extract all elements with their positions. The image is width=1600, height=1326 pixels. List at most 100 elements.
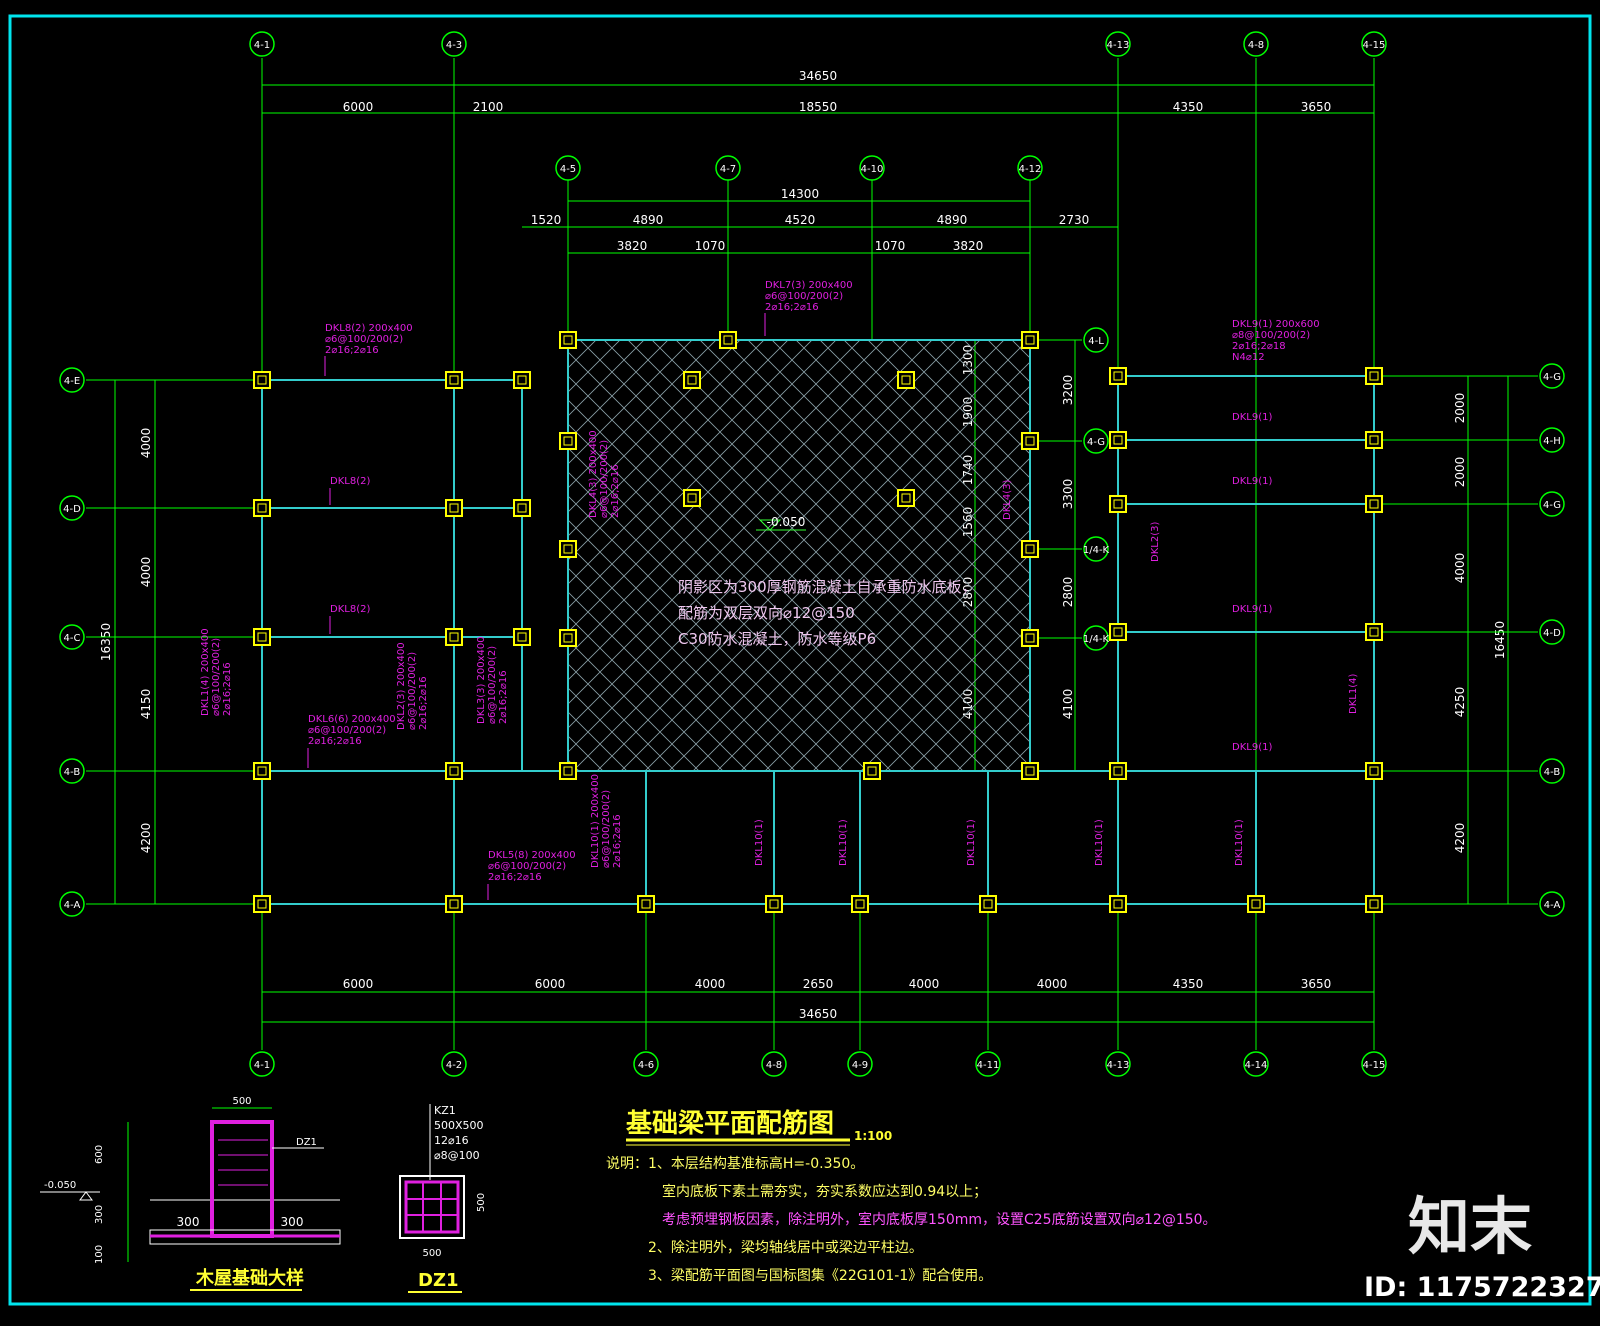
left-dim-1: 4000 — [139, 428, 153, 459]
column-core-32 — [983, 899, 993, 909]
right-axis-0-label: 4-G — [1543, 372, 1561, 383]
columns-group — [253, 331, 1383, 913]
bottom-dim-8: 3650 — [1301, 977, 1332, 991]
mid-axis-1-label: 4-G — [1087, 437, 1105, 448]
inner-axis-2-label: 4-10 — [861, 164, 884, 175]
column-34 — [1365, 367, 1383, 385]
dkl9-d: DKL9(1) — [1232, 742, 1272, 753]
detail-dim-300-right: 300 — [281, 1215, 304, 1229]
column-core-30 — [769, 899, 779, 909]
column-21 — [897, 489, 915, 507]
column-26 — [559, 762, 577, 780]
column-core-11 — [257, 899, 267, 909]
dkl4-l1: DKL4(3) 200x400 — [588, 430, 599, 518]
column-core-25 — [1025, 633, 1035, 643]
top-total-dim: 34650 — [799, 69, 837, 83]
column-core-2 — [517, 375, 527, 385]
top-axis-4-bubble — [1361, 31, 1387, 57]
dkl5-l2: ⌀6@100/200(2) — [488, 861, 566, 872]
column-1 — [445, 371, 463, 389]
column-core-45 — [1369, 899, 1379, 909]
dz1-title: DZ1 — [418, 1270, 459, 1291]
column-37 — [1109, 495, 1127, 513]
top-axis-0-label: 4-1 — [254, 40, 270, 51]
column-core-9 — [257, 766, 267, 776]
column-core-18 — [563, 436, 573, 446]
dkl8-top-l2: ⌀6@100/200(2) — [325, 334, 403, 345]
dkl6-l3: 2⌀16;2⌀16 — [308, 736, 362, 747]
left-total-dim: 16350 — [99, 623, 113, 661]
column-core-40 — [1369, 627, 1379, 637]
dkl10-d: DKL10(1) — [966, 819, 977, 866]
slab-note: 阴影区为300厚钢筋混凝土自承重防水底板， 配筋为双层双向⌀12@150 C30… — [678, 578, 977, 648]
dz1-dim-v: 500 — [476, 1193, 487, 1212]
column-8 — [513, 628, 531, 646]
left-axis-3-bubble — [59, 758, 85, 784]
column-core-26 — [563, 766, 573, 776]
left-axis-2-label: 4-C — [64, 633, 81, 644]
mid-axis-3-label: 1/4-K — [1083, 634, 1110, 645]
dkl8-top-l3: 2⌀16;2⌀16 — [325, 345, 379, 356]
right-axis-1-bubble — [1539, 427, 1565, 453]
bottom-axis-6-label: 4-13 — [1107, 1060, 1130, 1071]
column-44 — [1247, 895, 1265, 913]
bottom-axis-7-bubble — [1243, 1051, 1269, 1077]
note-2: 2、除注明外，梁均轴线居中或梁边平柱边。 — [648, 1240, 923, 1256]
dkl7-l3: 2⌀16;2⌀16 — [765, 302, 819, 313]
dkl4-l3: 2⌀16;2⌀16 — [610, 464, 621, 518]
dkl1-l1: DKL1(4) 200x400 — [200, 628, 211, 716]
top-axis-4-label: 4-15 — [1363, 40, 1386, 51]
dkl10-c: DKL10(1) — [838, 819, 849, 866]
bottom-dim-6: 4000 — [1037, 977, 1068, 991]
dkl8-top-l1: DKL8(2) 200x400 — [325, 323, 413, 334]
column-core-22 — [563, 544, 573, 554]
right-axis-2-label: 4-G — [1543, 500, 1561, 511]
inner-dim-5: 2730 — [1059, 213, 1090, 227]
notes-label: 说明： — [606, 1156, 648, 1172]
dz1-spec-3: 12⌀16 — [434, 1134, 469, 1147]
top-axis-3-label: 4-8 — [1248, 40, 1264, 51]
general-notes: 说明： 1、本层结构基准标高H=-0.350。 室内底板下素土需夯实，夯实系数应… — [606, 1155, 1217, 1284]
column-core-20 — [687, 493, 697, 503]
foundation-detail: 500 600 300 100 300 300 DZ1 -0.050 木屋基础大… — [40, 1096, 341, 1291]
column-core-38 — [1369, 499, 1379, 509]
left-axis-4-bubble — [59, 891, 85, 917]
inner-axis-1-label: 4-7 — [720, 164, 736, 175]
note-1: 1、本层结构基准标高H=-0.350。 — [648, 1155, 864, 1172]
right-dim-3: 4000 — [1453, 553, 1467, 584]
inner-dim-3: 4520 — [785, 213, 816, 227]
column-41 — [1109, 762, 1127, 780]
inner-axis-3-bubble — [1017, 155, 1043, 181]
dkl8-b: DKL8(2) — [330, 604, 370, 615]
top-dim-3: 18550 — [799, 100, 837, 114]
dkl10-e: DKL10(1) — [1094, 819, 1105, 866]
inner-sub-4: 3820 — [953, 239, 984, 253]
dkl5-l1: DKL5(8) 200x400 — [488, 850, 576, 861]
column-33 — [1109, 367, 1127, 385]
bottom-dim-7: 4350 — [1173, 977, 1204, 991]
inner-axis-0-label: 4-5 — [560, 164, 576, 175]
right-axis-5-bubble — [1539, 891, 1565, 917]
mid-right-dim-3: 2800 — [1061, 577, 1075, 608]
column-29 — [637, 895, 655, 913]
right-axis-1-label: 4-H — [1543, 436, 1561, 447]
bottom-axis-4-label: 4-9 — [852, 1060, 868, 1071]
column-core-36 — [1369, 435, 1379, 445]
right-axis-3-bubble — [1539, 619, 1565, 645]
bottom-dimensions: 6000 6000 4000 2650 4000 4000 4350 3650 … — [262, 977, 1374, 1023]
column-core-35 — [1113, 435, 1123, 445]
column-core-19 — [1025, 436, 1035, 446]
inner-dim-4: 4890 — [937, 213, 968, 227]
column-core-28 — [1025, 766, 1035, 776]
top-dim-4: 4350 — [1173, 100, 1204, 114]
column-14 — [719, 331, 737, 349]
column-core-39 — [1113, 627, 1123, 637]
bottom-dim-5: 4000 — [909, 977, 940, 991]
dkl1-right: DKL1(4) — [1348, 674, 1359, 714]
right-axis-3-label: 4-D — [1543, 628, 1561, 639]
elevation-text: -0.050 — [767, 515, 806, 529]
right-total-dim: 16450 — [1493, 621, 1507, 659]
mid-axis-0-label: 4-L — [1088, 336, 1104, 347]
column-35 — [1109, 431, 1127, 449]
